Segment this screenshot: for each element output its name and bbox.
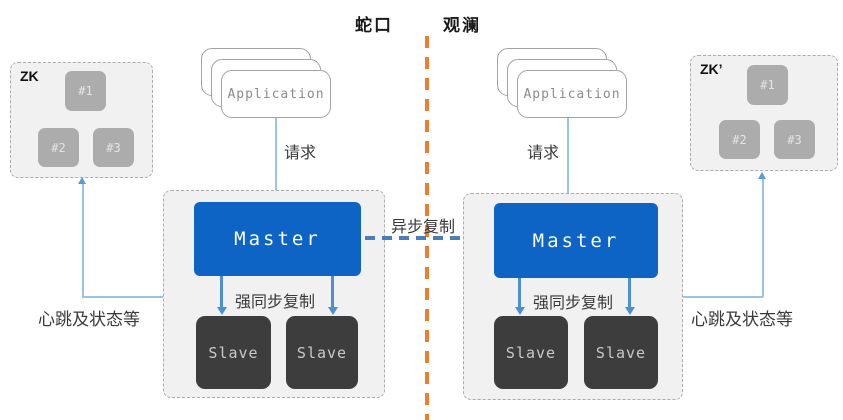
zk-node-3: #3 <box>93 128 134 167</box>
app-card-front: Application <box>517 70 627 118</box>
slave-node: Slave <box>584 316 658 389</box>
slave-node: Slave <box>286 316 358 389</box>
request-label-right: 请求 <box>527 145 560 162</box>
async-replication-label: 异步复制 <box>391 219 456 236</box>
sync-arrowhead <box>328 307 338 315</box>
sync-arrowhead <box>515 307 525 315</box>
sync-replication-label-right: 强同步复制 <box>533 295 614 312</box>
master-node-right: Master <box>494 203 658 278</box>
db-group-right: Master 强同步复制 Slave Slave <box>463 193 683 400</box>
zk-cluster-right-label: ZK’ <box>700 61 723 77</box>
zk-cluster-left-label: ZK <box>20 68 39 84</box>
zk-cluster-left: ZK #1 #2 #3 <box>10 62 153 178</box>
heartbeat-label-right: 心跳及状态等 <box>691 310 793 329</box>
app-card-front: Application <box>221 70 331 118</box>
sync-replication-line <box>628 278 631 308</box>
zk-node-1: #1 <box>65 71 106 111</box>
zk-node-2: #2 <box>719 120 760 159</box>
heartbeat-label-left: 心跳及状态等 <box>38 310 140 329</box>
heartbeat-arrowhead-left <box>78 177 86 184</box>
zk-node-3: #3 <box>774 120 815 159</box>
master-node-left: Master <box>194 202 361 276</box>
heartbeat-line-right-v <box>762 179 764 297</box>
zk-node-1: #1 <box>747 65 788 105</box>
heartbeat-line-left-h <box>82 296 163 298</box>
sync-replication-label-left: 强同步复制 <box>235 294 316 311</box>
site-label-guanlan: 观澜 <box>443 16 481 35</box>
site-label-shekou: 蛇口 <box>355 16 393 35</box>
slave-node: Slave <box>196 316 271 389</box>
request-label-left: 请求 <box>284 145 317 162</box>
zk-node-2: #2 <box>38 128 79 167</box>
request-line-right <box>567 118 569 197</box>
db-group-left: Master 强同步复制 Slave Slave <box>163 190 385 398</box>
sync-arrowhead <box>217 307 227 315</box>
sync-replication-line <box>518 278 521 308</box>
zk-cluster-right: ZK’ #1 #2 #3 <box>690 55 838 171</box>
slave-node: Slave <box>494 316 568 389</box>
sync-arrowhead <box>625 307 635 315</box>
app-label: Application <box>523 86 621 102</box>
heartbeat-arrowhead-right <box>758 172 766 179</box>
sync-replication-line <box>331 276 334 308</box>
heartbeat-line-left-v <box>82 184 84 297</box>
async-replication-line <box>365 236 477 240</box>
sync-replication-line <box>220 276 223 308</box>
request-line-left <box>275 118 277 196</box>
app-label: Application <box>227 86 325 102</box>
datacenter-divider-line <box>425 36 429 420</box>
heartbeat-line-right-h <box>683 296 763 298</box>
